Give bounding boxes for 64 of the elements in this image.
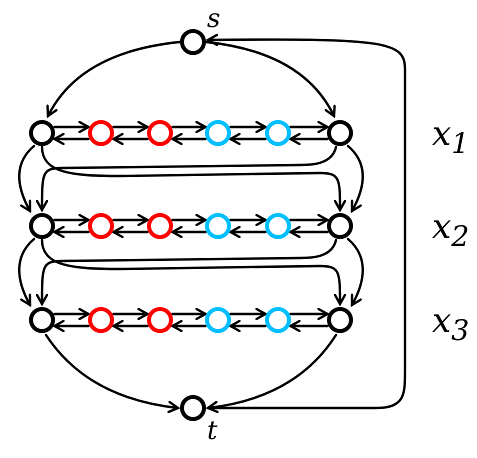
graph-node bbox=[88, 120, 114, 146]
arrow bbox=[204, 40, 336, 118]
arrow bbox=[46, 40, 182, 118]
arrow bbox=[289, 308, 329, 320]
arrow bbox=[346, 238, 364, 306]
arrow bbox=[53, 132, 90, 146]
graph-node bbox=[29, 213, 55, 239]
arrow bbox=[289, 214, 329, 226]
arrow bbox=[289, 226, 329, 238]
arrow bbox=[346, 144, 364, 212]
graph-node bbox=[205, 120, 231, 146]
graph-node bbox=[205, 307, 231, 333]
graph-node bbox=[29, 307, 55, 333]
graph-node bbox=[327, 120, 353, 146]
arrow bbox=[112, 308, 149, 320]
arrow bbox=[229, 120, 267, 134]
arrow bbox=[171, 308, 207, 320]
arrow bbox=[112, 320, 149, 332]
graph-node bbox=[265, 120, 291, 146]
arrow bbox=[112, 226, 149, 238]
graph-node bbox=[205, 213, 231, 239]
arrow bbox=[171, 214, 207, 226]
arrow bbox=[18, 238, 36, 306]
arrow bbox=[171, 320, 207, 332]
arrow bbox=[229, 320, 267, 332]
graph-node bbox=[327, 213, 353, 239]
graph-node bbox=[88, 213, 114, 239]
arrow bbox=[53, 308, 90, 320]
graph-node bbox=[265, 307, 291, 333]
graph-node bbox=[29, 120, 55, 146]
arrow bbox=[229, 132, 267, 146]
arrow bbox=[289, 132, 329, 146]
arrow bbox=[206, 34, 406, 410]
arrow bbox=[112, 120, 149, 134]
graph-node bbox=[88, 307, 114, 333]
arrow bbox=[229, 226, 267, 238]
arrow bbox=[53, 226, 90, 238]
variable-label: x$_{1}$ bbox=[432, 117, 470, 158]
arrow bbox=[44, 334, 180, 413]
arrow bbox=[289, 120, 329, 134]
arrow bbox=[289, 320, 329, 332]
arrow bbox=[18, 144, 36, 212]
arrow bbox=[171, 226, 207, 238]
node-label: t bbox=[207, 418, 218, 444]
arrow bbox=[171, 132, 207, 146]
arrow bbox=[171, 120, 207, 134]
arrow bbox=[53, 320, 90, 332]
arrow bbox=[112, 214, 149, 226]
graph-node bbox=[147, 307, 173, 333]
arrow bbox=[53, 120, 90, 134]
arrow bbox=[229, 308, 267, 320]
graph-node bbox=[327, 307, 353, 333]
graph-node bbox=[147, 213, 173, 239]
variable-label: x$_{3}$ bbox=[432, 304, 470, 346]
graph-node bbox=[180, 395, 206, 421]
graph-node bbox=[265, 213, 291, 239]
arrow bbox=[229, 214, 267, 226]
graph-node bbox=[147, 120, 173, 146]
graph-node bbox=[180, 29, 206, 55]
variable-label: x$_{2}$ bbox=[432, 210, 470, 252]
node-label: s bbox=[207, 6, 220, 32]
arrow bbox=[206, 334, 338, 413]
arrow bbox=[112, 132, 149, 146]
arrow bbox=[53, 214, 90, 226]
